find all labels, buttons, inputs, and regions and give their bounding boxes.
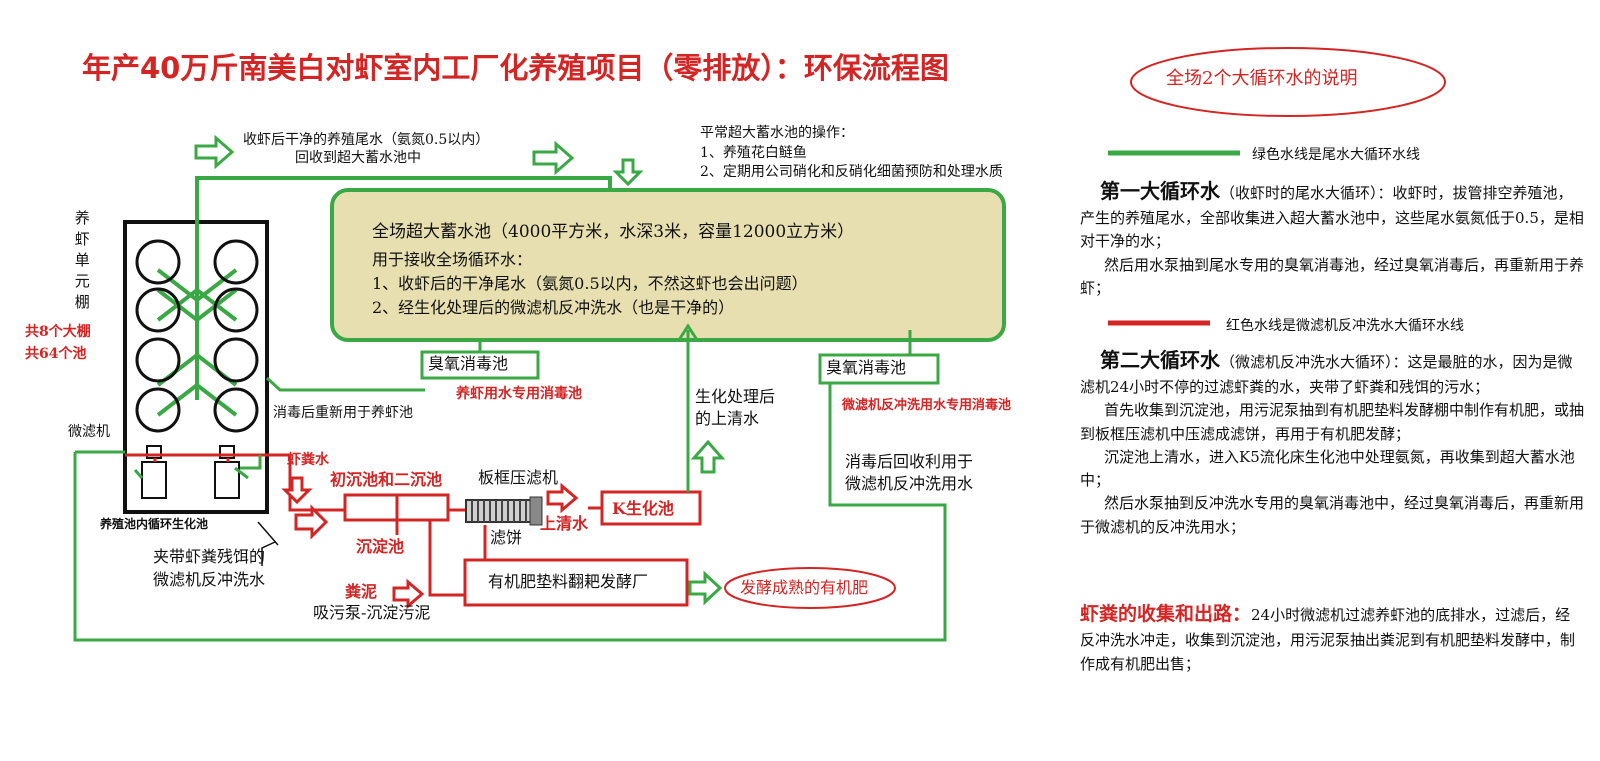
red-hollow-arrow-right-1 [294, 504, 329, 540]
recycle-note-2: 微滤机反冲洗用水 [845, 474, 974, 493]
reservoir-line-1: 全场超大蓄水池（4000平方米，水深3米，容量12000立方米） [372, 222, 855, 242]
hollow-arrow-top-1 [194, 134, 235, 170]
ops-item-2: 2、定期用公司硝化和反硝化细菌预防和处理水质 [700, 164, 1003, 180]
reuse-note: 消毒后重新用于养虾池 [273, 405, 413, 421]
microfilter-label: 微滤机 [68, 424, 110, 440]
reservoir-line-3: 1、收虾后的干净尾水（氨氮0.5以内，不然这虾也会出问题） [372, 274, 808, 293]
super-reservoir [330, 188, 1006, 342]
page-title: 年产40万斤南美白对虾室内工厂化养殖项目（零排放）：环保流程图 [82, 51, 949, 85]
supernatant-label: 上清水 [540, 514, 589, 533]
legend-green-text: 绿色水线是尾水大循环水线 [1252, 147, 1420, 163]
inner-bio-label: 养殖池内循环生化池 [100, 517, 209, 531]
cycle2-sub: （微滤机反冲洗水大循环）： [1220, 353, 1408, 371]
red-hollow-arrow-right-2 [546, 482, 579, 514]
cycle1-text: 收虾时，拔管排空养殖池，产生的养殖尾水，全部收集进入超大蓄水池中，这些尾水氨氮低… [1080, 184, 1584, 251]
feces-head: 虾粪的收集和出路： [1080, 603, 1252, 625]
feces-section: 虾粪的收集和出路：24小时微滤机过滤养虾池的底排水，过滤后，经反冲洗水冲走，收集… [1080, 600, 1585, 676]
pool-circles [135, 239, 259, 433]
bio-clear-note-1: 生化处理后 [695, 387, 776, 406]
fertilizer-output-oval [724, 567, 896, 609]
ozone-pool-left [420, 350, 540, 380]
recycle-note-1: 消毒后回收利用于 [845, 452, 974, 471]
red-hollow-arrow-sludge [392, 578, 425, 610]
panel-title-oval [1130, 47, 1446, 117]
fertilizer-output-label: 发酵成熟的有机肥 [740, 578, 869, 597]
ozone-right-note: 微滤机反冲洗用水专用消毒池 [842, 398, 1012, 413]
settle-1-2-label: 初沉池和二沉池 [330, 470, 443, 489]
bio-clear-note-2: 的上清水 [695, 409, 760, 428]
red-backwash-line [125, 453, 345, 512]
cycle1-text2: 然后用水泵抽到尾水专用的臭氧消毒池，经过臭氧消毒后，再重新用于养虾； [1080, 255, 1585, 297]
green-hollow-arrow-fertilizer [688, 570, 723, 606]
cycle2-text3: 沉淀池上清水，进入K5流化床生化池中处理氨氮，再收集到超大蓄水池中； [1080, 447, 1575, 489]
fertilizer-shed [463, 558, 689, 607]
shed-vertical-label: 养虾单元棚 [72, 210, 91, 315]
feces-water-label: 虾粪水 [287, 452, 329, 468]
ozone-pool-right [818, 353, 940, 385]
k-bio-label: K生化池 [612, 499, 674, 518]
ozone-left-note: 养虾用水专用消毒池 [456, 386, 582, 402]
backwash-note-2: 微滤机反冲洗水 [153, 570, 266, 589]
green-bottom-return-loop [73, 380, 947, 642]
green-hollow-arrow-up [690, 439, 726, 474]
press-label: 板框压滤机 [478, 468, 559, 487]
ops-title: 平常超大蓄水池的操作： [700, 125, 854, 141]
panel-title: 全场2个大循环水的说明 [1166, 68, 1358, 89]
filter-press-graphic [465, 496, 543, 526]
top-return-note-1: 收虾后干净的养殖尾水（氨氮0.5以内） [243, 132, 490, 148]
shed-manifold [156, 178, 238, 417]
sludge-label: 粪泥 [345, 582, 378, 601]
cycle2-text: 这是最脏的水，因为是微滤机24小时不停的过滤虾粪的水，夹带了虾粪和残饵的污水； [1080, 353, 1573, 396]
red-hollow-arrow-down [281, 476, 313, 505]
cycle2-text4: 然后水泵抽到反冲洗水专用的臭氧消毒池中，经过臭氧消毒后，再重新用于微滤机的反冲洗… [1080, 494, 1585, 536]
cycle1-section: 第一大循环水（收虾时的尾水大循环）：收虾时，拔管排空养殖池，产生的养殖尾水，全部… [1080, 176, 1585, 300]
reservoir-line-2: 用于接收全场循环水： [372, 250, 533, 269]
k-bio-pool [600, 490, 702, 526]
backwash-note-1: 夹带虾粪残饵的 [153, 547, 266, 566]
green-ozone-to-shed-line [265, 376, 425, 392]
cycle1-sub: （收虾时的尾水大循环）： [1220, 184, 1393, 202]
filter-cake-label: 滤饼 [490, 528, 523, 547]
pump-label: 吸污泵-沉淀污泥 [313, 603, 431, 622]
hollow-arrow-down-top [612, 158, 644, 187]
ozone-right-label: 臭氧消毒池 [826, 358, 907, 377]
cycle2-head: 第二大循环水 [1100, 348, 1220, 372]
fertilizer-shed-label: 有机肥垫料翻耙发酵厂 [488, 572, 649, 591]
feces-text: 24小时微滤机过滤养虾池的底排水，过滤后，经反冲洗水冲走，收集到沉淀池，用污泥泵… [1080, 606, 1576, 673]
hollow-arrow-top-2 [532, 140, 575, 176]
cycle1-head: 第一大循环水 [1100, 179, 1220, 203]
shed-count-label: 共8个大棚 [25, 324, 91, 340]
pool-count-label: 共64个池 [25, 346, 87, 362]
settle-label: 沉淀池 [356, 537, 405, 556]
top-return-note-2: 回收到超大蓄水池中 [295, 150, 421, 166]
cycle2-section: 第二大循环水（微滤机反冲洗水大循环）：这是最脏的水，因为是微滤机24小时不停的过… [1080, 345, 1585, 539]
reservoir-line-4: 2、经生化处理后的微滤机反冲洗水（也是干净的） [372, 298, 735, 317]
legend-red-text: 红色水线是微滤机反冲洗水大循环水线 [1226, 318, 1464, 334]
ozone-left-label: 臭氧消毒池 [428, 354, 509, 373]
cycle2-text2: 首先收集到沉淀池，用污泥泵抽到有机肥垫料发酵棚中制作有机肥，或抽到板框压滤机中压… [1080, 401, 1585, 443]
ops-item-1: 1、养殖花白鲢鱼 [700, 145, 807, 161]
